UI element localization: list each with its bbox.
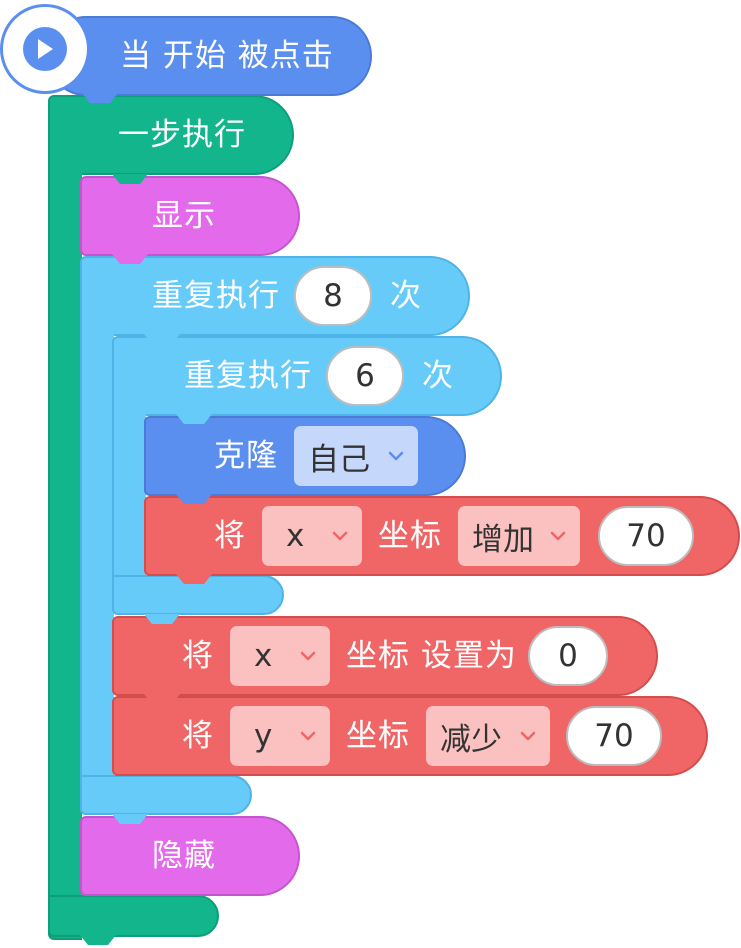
repeat-outer-block[interactable] <box>80 256 470 336</box>
when-start-clicked-block[interactable] <box>46 16 372 96</box>
change-x-value: 70 <box>626 518 666 554</box>
change-y-value: 70 <box>594 718 634 754</box>
set-x-prefix: 将 <box>182 638 214 674</box>
change-x-prefix: 将 <box>214 518 246 554</box>
step-execute-label: 一步执行 <box>118 117 246 153</box>
change-y-op-value: 减少 <box>440 721 502 758</box>
change-y-axis-dropdown[interactable]: y <box>230 706 330 766</box>
set-x-axis-value: x <box>254 638 273 674</box>
hide-block[interactable] <box>80 816 300 896</box>
change-y-value-input[interactable]: 70 <box>566 706 662 766</box>
change-x-top-notch <box>176 494 212 504</box>
chevron-down-icon <box>332 531 348 541</box>
repeat-outer-foot <box>80 775 252 815</box>
chevron-down-icon <box>300 731 316 741</box>
repeat-outer-suffix: 次 <box>390 278 422 314</box>
chevron-down-icon <box>300 651 316 661</box>
step-execute-block[interactable] <box>48 95 294 175</box>
step-execute-arm <box>48 170 82 940</box>
set-x-value: 0 <box>558 638 578 674</box>
repeat-outer-top-notch <box>112 254 148 264</box>
step-execute-bottom-notch <box>80 935 116 945</box>
clone-top-notch <box>176 414 212 424</box>
change-y-prefix: 将 <box>182 718 214 754</box>
change-x-mid: 坐标 <box>378 518 442 554</box>
clone-target-dropdown[interactable]: 自己 <box>294 426 418 486</box>
clone-label: 克隆 <box>214 438 278 474</box>
chevron-down-icon <box>550 531 566 541</box>
repeat-outer-prefix: 重复执行 <box>152 278 280 314</box>
play-button[interactable] <box>23 27 67 71</box>
change-y-op-dropdown[interactable]: 减少 <box>426 706 550 766</box>
change-x-op-value: 增加 <box>472 521 534 558</box>
play-icon <box>38 39 53 59</box>
repeat-inner-prefix: 重复执行 <box>184 358 312 394</box>
change-y-mid: 坐标 <box>346 718 410 754</box>
change-x-op-dropdown[interactable]: 增加 <box>458 506 580 566</box>
show-top-notch <box>112 174 148 184</box>
repeat-inner-count-input[interactable]: 6 <box>326 346 404 406</box>
hat-bottom-notch <box>82 93 118 103</box>
show-label: 显示 <box>152 198 216 234</box>
hide-top-notch <box>112 814 148 824</box>
set-x-mid: 坐标 设置为 <box>346 638 517 674</box>
repeat-inner-top-notch <box>144 334 180 344</box>
repeat-inner-count: 6 <box>355 358 375 394</box>
repeat-outer-count: 8 <box>323 278 343 314</box>
show-block[interactable] <box>80 176 300 256</box>
change-x-axis-value: x <box>286 518 305 554</box>
repeat-outer-count-input[interactable]: 8 <box>294 266 372 326</box>
start-event-icon[interactable] <box>0 4 90 94</box>
when-start-clicked-label: 当 开始 被点击 <box>120 38 334 74</box>
repeat-outer-arm <box>80 330 114 815</box>
chevron-down-icon <box>388 451 404 461</box>
step-execute-foot <box>48 895 219 937</box>
change-x-axis-dropdown[interactable]: x <box>262 506 362 566</box>
set-x-value-input[interactable]: 0 <box>528 626 608 686</box>
repeat-inner-suffix: 次 <box>422 358 454 394</box>
clone-target-value: 自己 <box>308 441 370 478</box>
hide-label: 隐藏 <box>152 838 216 874</box>
change-x-bottom-notch <box>176 574 212 584</box>
change-x-value-input[interactable]: 70 <box>598 506 694 566</box>
set-x-axis-dropdown[interactable]: x <box>230 626 330 686</box>
change-y-axis-value: y <box>254 718 273 754</box>
repeat-inner-block[interactable] <box>112 336 502 416</box>
chevron-down-icon <box>520 731 536 741</box>
set-x-top-notch <box>144 614 180 624</box>
change-y-top-notch <box>144 694 180 704</box>
